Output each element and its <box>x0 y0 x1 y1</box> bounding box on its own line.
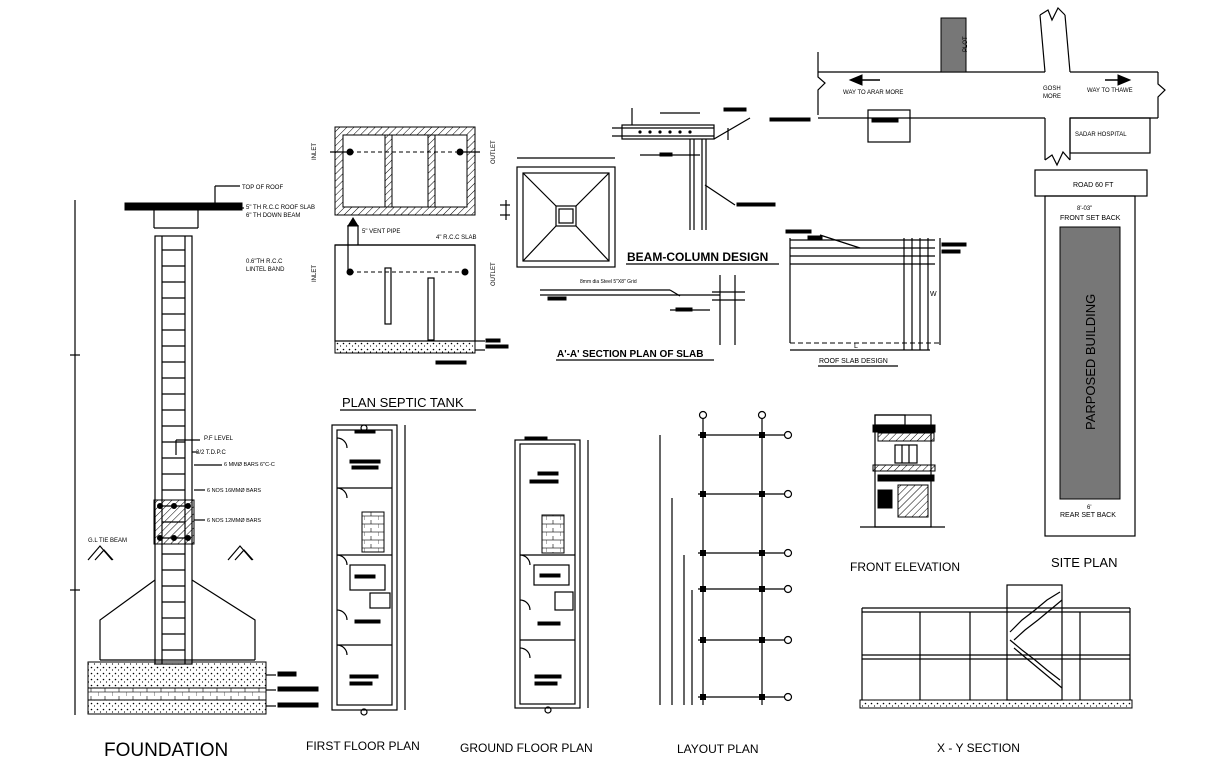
foundation-drawing <box>70 185 319 715</box>
site-building: PARPOSED BUILDING <box>1083 294 1098 430</box>
label-tie-beam: G.L TIE BEAM <box>88 538 127 544</box>
xy-section-drawing <box>859 584 1133 709</box>
label-top-of-roof: TOP OF ROOF <box>242 185 283 191</box>
ground-floor-plan-drawing <box>514 436 589 714</box>
layout-grid-bubble <box>783 430 793 440</box>
layout-column-marker <box>700 694 706 700</box>
foundation-title: FOUNDATION <box>104 740 228 761</box>
site-rear-setback: REAR SET BACK <box>1060 512 1116 519</box>
septic-slab-label: 4" R.C.C SLAB <box>436 235 476 241</box>
label-bars-3: 6 NOS 12MMØ BARS <box>207 518 261 524</box>
beam-column-title: BEAM-COLUMN DESIGN <box>627 250 768 264</box>
septic-outlet-top: OUTLET <box>491 140 497 164</box>
site-gosh: GOSH <box>1043 86 1061 92</box>
septic-inlet-top: INLET <box>312 143 318 160</box>
site-plan-title: SITE PLAN <box>1051 555 1117 570</box>
first-floor-title: FIRST FLOOR PLAN <box>306 739 420 753</box>
slab-note: 8mm dia Steel 5"X8" Grid <box>580 279 637 285</box>
layout-column-marker <box>759 637 765 643</box>
layout-column-marker <box>700 637 706 643</box>
roof-slab-l: L <box>854 343 858 350</box>
label-lintel-band: LINTEL BAND <box>246 267 285 273</box>
label-pf-level: P.F LEVEL <box>204 436 234 442</box>
layout-grid-bubble <box>783 584 793 594</box>
layout-column-marker <box>700 550 706 556</box>
label-dpc: 3/2 T.D.P.C <box>196 450 226 456</box>
layout-column-marker <box>759 586 765 592</box>
layout-column-marker <box>759 694 765 700</box>
layout-column-marker <box>759 550 765 556</box>
site-way-right: WAY TO THAWE <box>1087 88 1133 94</box>
septic-tank-drawing <box>330 126 510 365</box>
layout-plan-title: LAYOUT PLAN <box>677 742 759 756</box>
septic-title: PLAN SEPTIC TANK <box>342 395 464 410</box>
site-hospital: SADAR HOSPITAL <box>1075 132 1127 138</box>
layout-grid-bubble <box>783 489 793 499</box>
label-bars-1: 6 MMØ BARS 6"C-C <box>224 462 275 468</box>
septic-outlet-bottom: OUTLET <box>491 262 497 286</box>
layout-column-marker <box>700 586 706 592</box>
site-way-left: WAY TO ARAR MORE <box>843 90 903 96</box>
septic-vent-label: 5" VENT PIPE <box>362 229 400 235</box>
septic-inlet-bottom: INLET <box>312 265 318 282</box>
front-elevation-drawing <box>860 414 945 528</box>
site-plan-drawing <box>817 6 1166 537</box>
layout-column-marker <box>759 432 765 438</box>
layout-column-marker <box>759 491 765 497</box>
beam-column-drawing <box>612 107 811 230</box>
layout-grid-bubble <box>783 548 793 558</box>
label-bars-2: 6 NOS 16MMØ BARS <box>207 488 261 494</box>
site-front-setback: FRONT SET BACK <box>1060 215 1121 222</box>
xy-section-title: X - Y SECTION <box>937 741 1020 755</box>
layout-grid-bubble <box>783 692 793 702</box>
slab-section-title: A'-A' SECTION PLAN OF SLAB <box>557 349 703 360</box>
first-floor-plan-drawing <box>331 424 406 716</box>
site-road: ROAD 60 FT <box>1073 182 1114 189</box>
slab-plan-drawing <box>505 157 745 345</box>
layout-column-marker <box>700 432 706 438</box>
label-roof-slab: 5" TH R.C.C ROOF SLAB <box>246 205 315 211</box>
site-more: MORE <box>1043 94 1061 100</box>
site-plot-label: PLOT <box>963 36 969 52</box>
roof-slab-drawing <box>785 229 967 351</box>
label-lintel: 0.6"TH R.C.C <box>246 259 283 265</box>
site-rear-dim: 6' <box>1087 505 1091 511</box>
roof-slab-title: ROOF SLAB DESIGN <box>819 358 888 365</box>
layout-grid-bubble <box>783 635 793 645</box>
layout-column-marker <box>700 491 706 497</box>
roof-slab-w: W <box>930 291 937 298</box>
front-elevation-title: FRONT ELEVATION <box>850 560 960 574</box>
label-down-beam: 6" TH DOWN BEAM <box>246 213 300 219</box>
ground-floor-title: GROUND FLOOR PLAN <box>460 741 593 755</box>
site-front-dim: 8'-03" <box>1077 206 1092 212</box>
layout-plan-drawing <box>659 410 793 705</box>
